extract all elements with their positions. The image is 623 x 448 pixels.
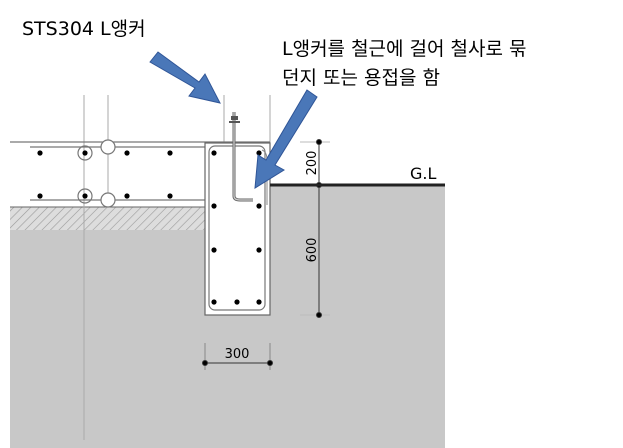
note-line-2: 던지 또는 용접을 함 bbox=[282, 67, 440, 89]
dimension-vertical bbox=[300, 139, 330, 318]
dimension-horizontal bbox=[202, 343, 273, 370]
anchor-title: STS304 L앵커 bbox=[22, 18, 146, 40]
ground bbox=[10, 185, 445, 448]
note-line-1: L앵커를 철근에 걸어 철사로 묶 bbox=[282, 38, 527, 60]
dim-depth-label: 600 bbox=[305, 238, 320, 263]
hatched-layer bbox=[10, 207, 205, 230]
slab bbox=[10, 139, 270, 208]
l-anchor bbox=[229, 112, 253, 202]
ground-level-label: G.L bbox=[410, 164, 436, 183]
dim-width-label: 300 bbox=[225, 347, 250, 362]
dim-top-label: 200 bbox=[305, 151, 320, 176]
arrow-icon bbox=[149, 51, 318, 189]
footing-rebars bbox=[211, 150, 262, 305]
slab-rebars bbox=[37, 150, 173, 199]
